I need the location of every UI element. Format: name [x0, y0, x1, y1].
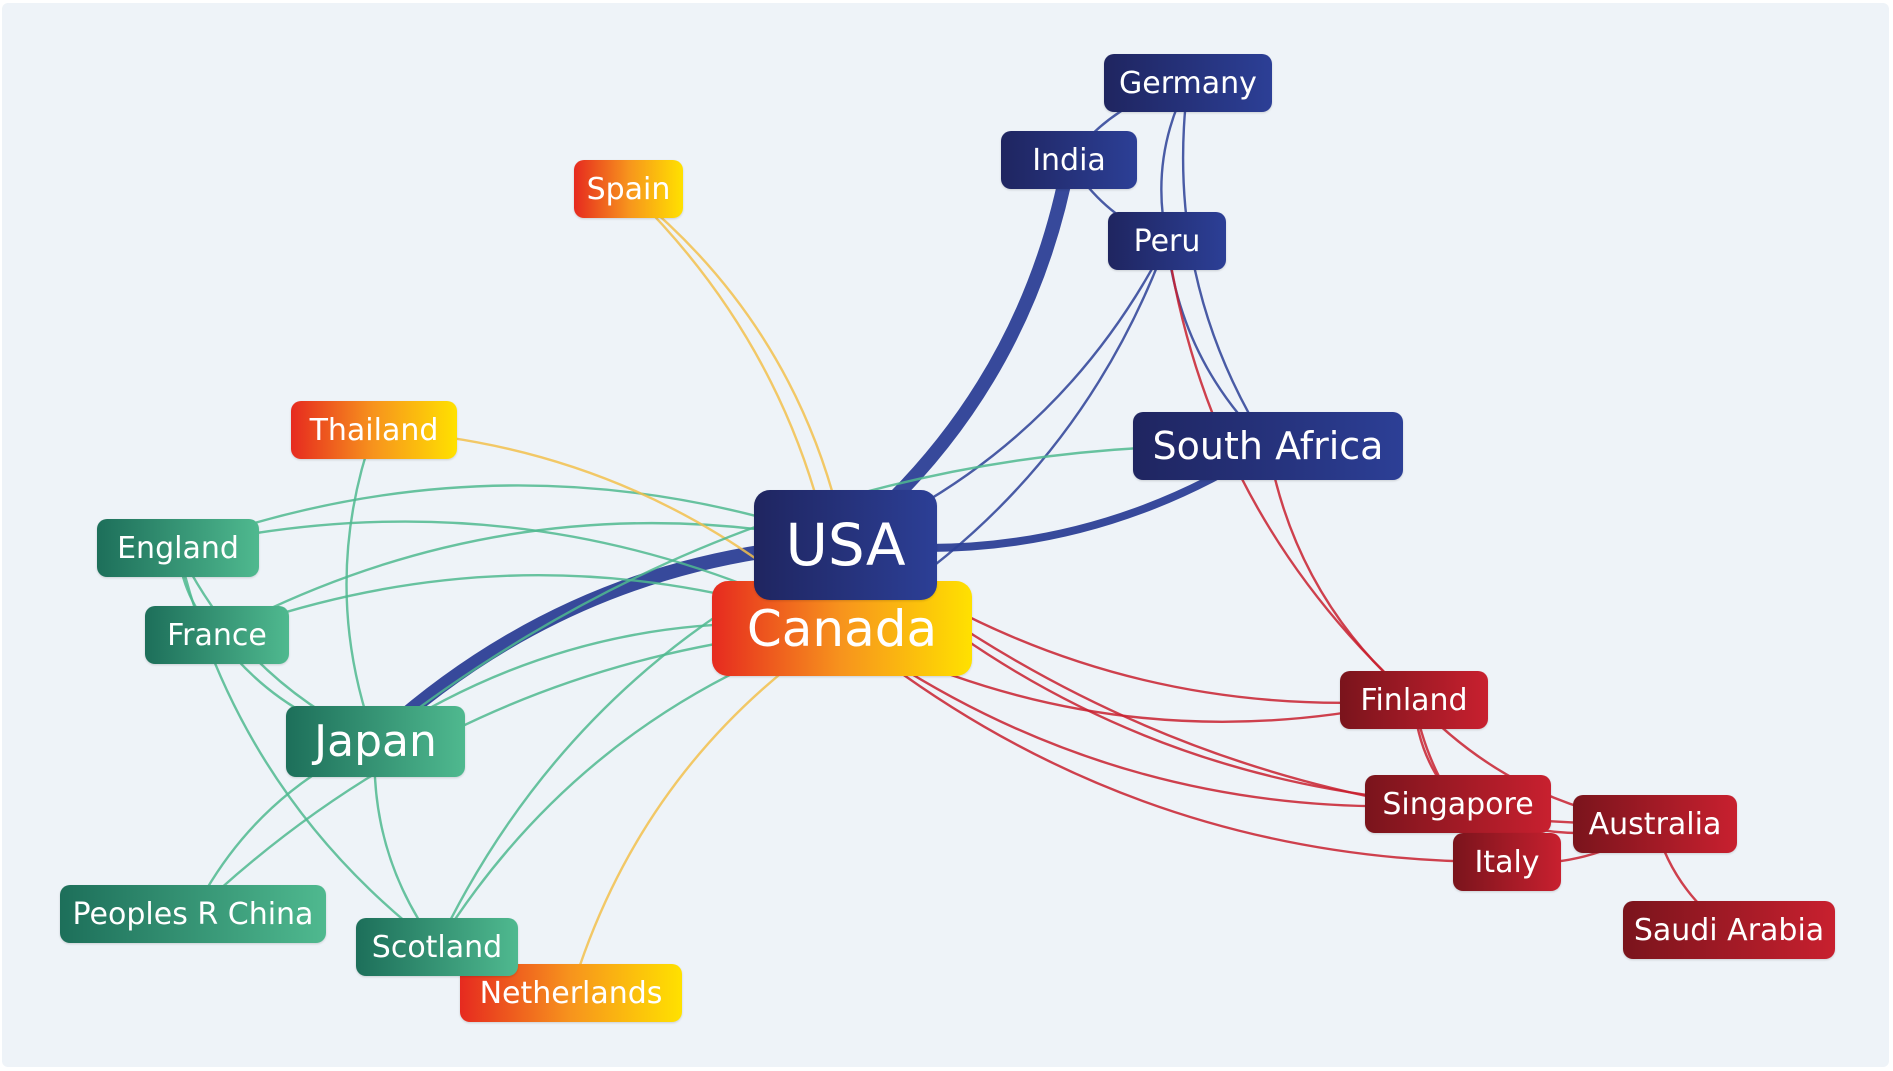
node-label: England: [117, 530, 239, 566]
node-peoples-r-china[interactable]: Peoples R China: [60, 885, 326, 943]
node-england[interactable]: England: [97, 519, 259, 577]
node-label: Finland: [1360, 682, 1468, 718]
node-india[interactable]: India: [1001, 131, 1137, 189]
node-label: Italy: [1474, 844, 1540, 880]
node-label: Spain: [586, 171, 671, 207]
node-netherlands[interactable]: Netherlands: [460, 964, 682, 1022]
node-france[interactable]: France: [145, 606, 289, 664]
node-label: Peru: [1133, 223, 1201, 259]
link-thailand-japan: [345, 428, 377, 743]
node-singapore[interactable]: Singapore: [1365, 775, 1551, 833]
network-diagram: Germany India Peru South Africa Spain Th…: [2, 3, 1889, 1067]
link-usa-india: [838, 153, 1076, 550]
node-label: France: [167, 617, 267, 653]
node-label: Thailand: [309, 412, 439, 448]
node-south-africa[interactable]: South Africa: [1133, 412, 1403, 480]
node-label: Saudi Arabia: [1633, 912, 1825, 948]
node-spain[interactable]: Spain: [574, 160, 683, 218]
node-finland[interactable]: Finland: [1340, 671, 1488, 729]
link-germany-south_africa: [1181, 81, 1270, 448]
node-label: Australia: [1588, 806, 1722, 842]
node-label: India: [1032, 142, 1106, 178]
node-label: Netherlands: [479, 975, 663, 1011]
node-label: Scotland: [371, 929, 503, 965]
node-label: Peoples R China: [72, 896, 314, 932]
node-peru[interactable]: Peru: [1108, 212, 1226, 270]
node-saudi-arabia[interactable]: Saudi Arabia: [1623, 901, 1835, 959]
node-germany[interactable]: Germany: [1104, 54, 1272, 112]
link-south_africa-finland: [1266, 444, 1416, 702]
node-scotland[interactable]: Scotland: [356, 918, 518, 976]
link-usa-england: [176, 484, 847, 550]
node-label: South Africa: [1152, 424, 1384, 468]
node-usa[interactable]: USA: [754, 490, 937, 600]
node-italy[interactable]: Italy: [1453, 833, 1561, 891]
node-australia[interactable]: Australia: [1573, 795, 1737, 853]
link-canada-singapore: [840, 626, 1460, 808]
node-label: USA: [785, 511, 906, 579]
link-usa-spain: [626, 187, 847, 545]
node-label: Japan: [314, 716, 437, 767]
node-label: Canada: [746, 599, 938, 658]
node-japan[interactable]: Japan: [286, 706, 465, 777]
link-canada-netherlands: [569, 626, 844, 995]
node-label: Singapore: [1382, 786, 1534, 822]
link-canada-italy: [840, 626, 1509, 864]
node-thailand[interactable]: Thailand: [291, 401, 457, 459]
node-label: Germany: [1119, 65, 1257, 101]
